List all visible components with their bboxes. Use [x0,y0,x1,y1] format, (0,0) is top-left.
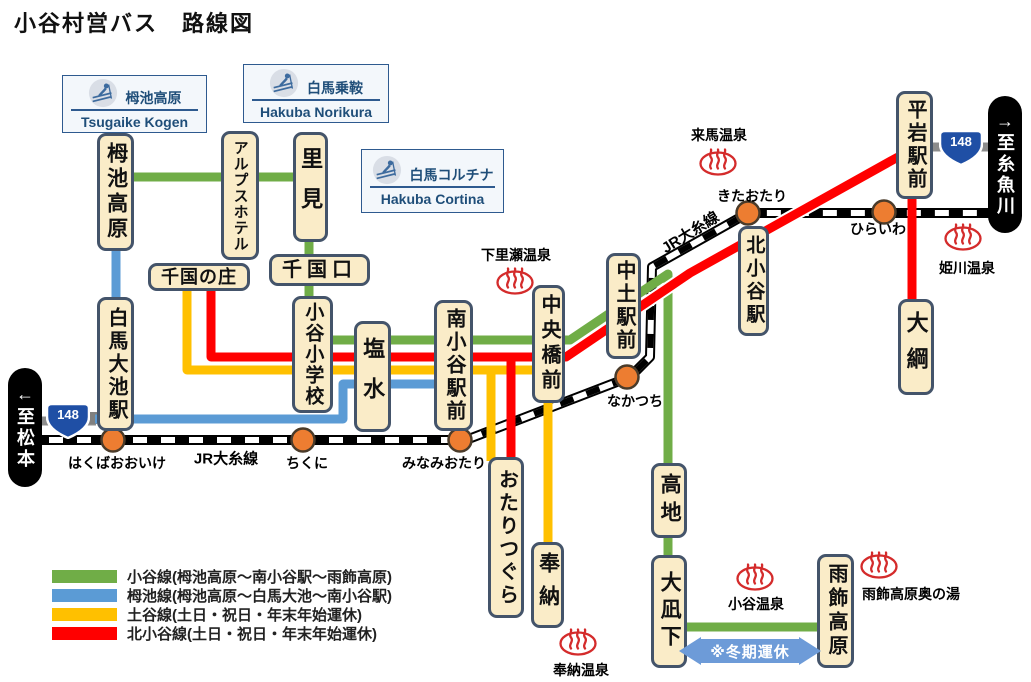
arrow-left-head [679,637,701,665]
legend-label: 小谷線(栂池高原～南小谷駅～雨飾高原) [127,569,392,586]
legend-row: 北小谷線(土日・祝日・年末年始運休) [52,624,392,643]
skier-icon [372,155,402,185]
jr-station-dot [614,364,640,390]
jr-line-label: JR大糸線 [193,450,259,468]
station-box-kita-otari-eki: 北小谷駅 [738,226,769,336]
ski-resort-cortina: 白馬コルチナ Hakuba Cortina [361,149,504,213]
direction-label: 至糸魚川 [995,133,1015,218]
route-148-badge: 148 [938,129,984,167]
winter-closure-arrow: ※冬期運休 [679,637,821,665]
station-box-chuobashi-mae: 中央橋前 [532,285,565,403]
legend-row: 土谷線(土日・祝日・年末年始運休) [52,605,392,624]
station-box-shiomizu: 塩水 [354,321,391,432]
winter-closure-label: ※冬期運休 [710,643,790,661]
station-box-chikuninosho: 千国の庄 [148,263,250,291]
onsen-label-himekawa: 姫川温泉 [939,260,995,276]
station-box-satomi: 里見 [293,132,328,242]
jr-station-dot [100,427,126,453]
ski-resort-tsugaike: 栂池高原 Tsugaike Kogen [62,75,207,133]
skier-icon [269,68,299,98]
station-box-amakazari-kogen: 雨飾高原 [817,554,854,668]
ski-resort-name-ja: 白馬コルチナ [409,167,494,183]
onsen-icon [697,143,739,182]
jr-stop-label-kitaotari: きたおたり [717,188,787,204]
ski-resort-norikura: 白馬乗鞍 Hakuba Norikura [243,64,389,123]
route-148-badge: 148 [45,402,91,440]
onsen-label-otari: 小谷温泉 [728,596,784,612]
onsen-icon [858,546,900,585]
jr-station-dots [100,199,897,453]
direction-itoigawa: → 至糸魚川 [988,96,1022,233]
station-box-ozuna: 大綱 [898,299,934,395]
legend-swatch-red [52,627,117,640]
onsen-icon [942,218,984,257]
onsen-icon [557,623,599,662]
station-box-hono: 奉納 [531,542,564,628]
station-box-nakatsuchi-ekimae: 中土駅前 [606,253,641,359]
ski-resort-name-ja: 白馬乗鞍 [307,79,363,96]
legend-row: 小谷線(栂池高原～南小谷駅～雨飾高原) [52,567,392,586]
arrow-right-head [799,637,821,665]
legend-label: 栂池線(栂池高原～白馬大池～南小谷駅) [127,588,392,605]
legend-label: 北小谷線(土日・祝日・年末年始運休) [127,626,377,643]
jr-station-dot [735,200,761,226]
ski-resort-name-en: Hakuba Norikura [259,103,373,120]
station-box-minami-otari-ekimae: 南小谷駅前 [434,300,473,431]
skier-icon [88,78,118,108]
station-box-hiraiwa-ekimae: 平岩駅前 [896,91,933,199]
jr-stop-label-hakubaooike: はくばおおいけ [68,455,166,471]
ski-resort-name-en: Hakuba Cortina [380,191,485,207]
station-box-otari-elementary: 小谷小学校 [292,296,333,413]
jr-stop-label-hiraiwa: ひらいわ [850,221,906,237]
station-box-hakuba-oike-sta: 白馬大池駅 [97,297,134,431]
direction-label: 至松本 [15,406,35,470]
direction-matsumoto: ← 至松本 [8,368,42,487]
legend: 小谷線(栂池高原～南小谷駅～雨飾高原) 栂池線(栂池高原～白馬大池～南小谷駅) … [52,567,392,643]
ski-resort-name-en: Tsugaike Kogen [80,114,189,130]
onsen-icon [494,262,536,301]
jr-station-dot [871,199,897,225]
blue-line-endcap [86,412,97,424]
legend-row: 栂池線(栂池高原～白馬大池～南小谷駅) [52,586,392,605]
jr-station-dot [290,427,316,453]
jr-station-dot [447,427,473,453]
jr-stop-label-minamiotari: みなみおたり [402,455,486,471]
legend-swatch-green [52,570,117,583]
station-box-chikuniguchi: 千国口 [269,254,370,286]
page-title: 小谷村営バス 路線図 [14,11,255,36]
jr-stop-label-chikuni: ちくに [286,455,328,471]
onsen-label-raiba: 来馬温泉 [691,127,747,143]
left-arrow-icon: ← [16,384,34,405]
onsen-label-shimosato: 下里瀬温泉 [481,247,551,263]
station-box-otaritsugura: おたりつぐら [488,457,524,618]
station-box-alps-hotel: アルプスホテル [221,131,259,260]
legend-swatch-yellow [52,608,117,621]
station-box-kochi: 高地 [651,463,687,538]
legend-label: 土谷線(土日・祝日・年末年始運休) [127,607,362,624]
legend-swatch-blue [52,589,117,602]
right-arrow-icon: → [996,110,1014,131]
onsen-label-hono: 奉納温泉 [553,662,609,678]
onsen-icon [734,558,776,597]
onsen-label-amakazari-okunoyu: 雨飾高原奥の湯 [862,586,960,602]
station-box-tsugaike-kogen: 栂池高原 [97,133,134,251]
jr-stop-label-nakatsuchi: なかつち [607,393,663,409]
ski-resort-name-ja: 栂池高原 [125,90,182,106]
